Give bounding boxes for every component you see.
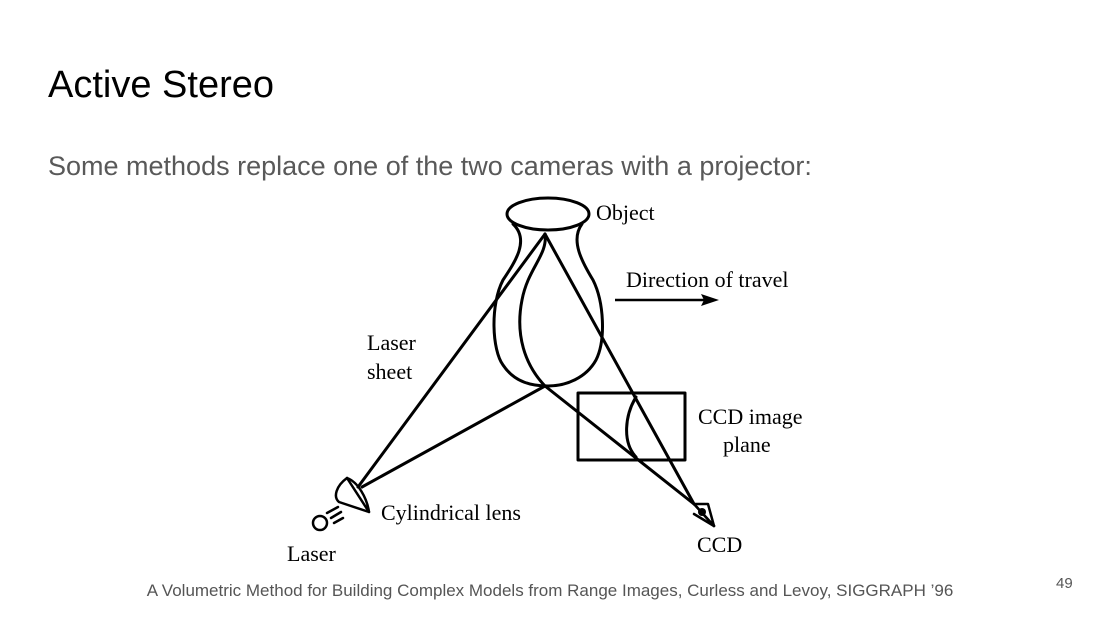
laser-sheet-ray-upper bbox=[356, 232, 547, 489]
laser-stripe-curve bbox=[518, 232, 547, 388]
label-ccd-image-plane-line2: plane bbox=[723, 432, 771, 457]
slide-title: Active Stereo bbox=[48, 64, 274, 106]
ccd-image-plane bbox=[576, 391, 687, 462]
ccd-image-stripe bbox=[625, 395, 638, 459]
arrow-right-icon bbox=[615, 294, 719, 306]
object-vase bbox=[492, 196, 604, 388]
laser-sheet-ray-lower bbox=[360, 384, 547, 489]
laser-source-icon bbox=[311, 505, 345, 532]
ccd-view-ray-lower bbox=[543, 384, 696, 506]
label-object: Object bbox=[596, 200, 655, 225]
label-cylindrical-lens: Cylindrical lens bbox=[381, 500, 521, 525]
slide-subtitle: Some methods replace one of the two came… bbox=[48, 151, 812, 181]
label-ccd-image-plane-line1: CCD image bbox=[698, 404, 803, 429]
label-laser: Laser bbox=[287, 541, 337, 566]
label-laser-sheet-line1: Laser bbox=[367, 330, 417, 355]
citation: A Volumetric Method for Building Complex… bbox=[146, 581, 954, 600]
label-direction-of-travel: Direction of travel bbox=[626, 267, 789, 292]
label-ccd: CCD bbox=[697, 532, 742, 557]
label-laser-sheet-line2: sheet bbox=[367, 359, 412, 384]
page-number: 49 bbox=[1056, 575, 1073, 592]
